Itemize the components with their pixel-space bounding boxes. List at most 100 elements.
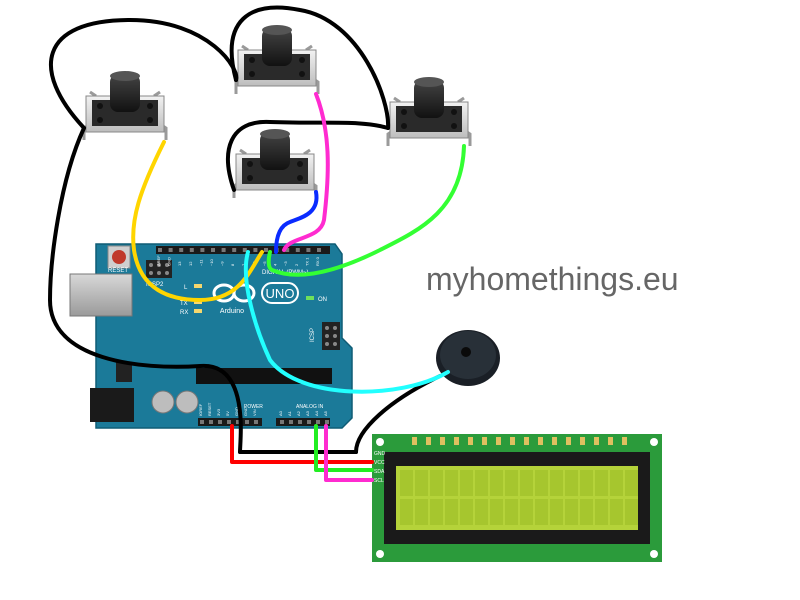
digital-pin-label: 4 xyxy=(273,263,278,266)
analog-pin-label: A4 xyxy=(314,410,319,416)
icsp2-header xyxy=(146,260,172,278)
pushbutton-4 xyxy=(232,127,318,200)
wire-black-top-2 xyxy=(229,5,391,130)
on-led xyxy=(306,296,314,300)
analog-pin-hole xyxy=(316,420,320,424)
digital-pin-label: ~11 xyxy=(198,259,203,266)
digital-pin-label: 8 xyxy=(230,263,235,266)
icsp-label: ICSP xyxy=(310,328,316,342)
digital-pin-hole xyxy=(179,248,184,252)
arduino-brand-text: Arduino xyxy=(220,308,244,315)
lcd-cell xyxy=(505,499,518,525)
wire-magenta-scl xyxy=(324,424,374,482)
analog-pin-label: A5 xyxy=(323,410,328,416)
lcd-cell xyxy=(430,470,443,496)
lcd-header-pin xyxy=(496,437,501,445)
tx-label: TX xyxy=(180,301,188,307)
wire-red-vcc xyxy=(230,424,374,464)
l-label: L xyxy=(184,285,188,291)
lcd-cell xyxy=(445,499,458,525)
lcd-header-pin xyxy=(538,437,543,445)
pushbutton-3 xyxy=(386,75,472,148)
analog-pin-hole xyxy=(325,420,329,424)
lcd-character-cells xyxy=(400,470,638,525)
analog-pin-hole xyxy=(280,420,284,424)
lcd-header-pin xyxy=(468,437,473,445)
atmega-chip xyxy=(196,368,332,384)
analog-label: ANALOG IN xyxy=(296,404,324,410)
lcd-header-pin xyxy=(426,437,431,445)
lcd-header-pin xyxy=(552,437,557,445)
digital-pin-label: AREF xyxy=(156,255,161,266)
voltage-regulator xyxy=(116,362,132,382)
on-label: ON xyxy=(318,297,327,303)
lcd-cell xyxy=(460,499,473,525)
wire-cyan xyxy=(243,250,450,394)
wire-yellow xyxy=(131,140,264,302)
tx-led xyxy=(194,300,202,304)
wire-green-sda xyxy=(314,424,374,472)
analog-pin-label: A3 xyxy=(305,410,310,416)
wire-black-top-3 xyxy=(226,119,390,192)
lcd-header-pin xyxy=(608,437,613,445)
digital-pin-label: ~10 xyxy=(209,258,214,266)
lcd-header-pin xyxy=(412,437,417,445)
lcd-cell xyxy=(625,470,638,496)
lcd-header-pin xyxy=(622,437,627,445)
wire-green-button xyxy=(266,144,466,277)
power-pin-hole xyxy=(227,420,231,424)
digital-pin-label: RX 0 xyxy=(315,256,320,266)
digital-pin-label: ~3 xyxy=(283,261,288,266)
reset-label: RESET xyxy=(108,268,128,274)
digital-pin-hole xyxy=(264,248,268,252)
digital-pin-hole xyxy=(285,248,290,252)
power-pin-label: IOREF xyxy=(198,403,203,416)
digital-pin-hole xyxy=(253,248,258,252)
wire-black-top-1 xyxy=(48,18,239,130)
digital-pin-hole xyxy=(306,248,311,252)
lcd-pin-label-sda: SDA xyxy=(374,469,385,475)
lcd-cell xyxy=(580,499,593,525)
power-pin-label: GND xyxy=(243,407,248,416)
digital-pin-label: ~9 xyxy=(220,261,225,266)
lcd-cell xyxy=(580,470,593,496)
analog-pin-hole xyxy=(307,420,311,424)
analog-pin-hole xyxy=(298,420,302,424)
power-pin-label: RESET xyxy=(207,402,212,416)
digital-pin-hole xyxy=(189,248,194,252)
lcd-cell xyxy=(415,499,428,525)
power-label: POWER xyxy=(244,404,263,410)
lcd-cell xyxy=(400,470,413,496)
lcd-header-pin xyxy=(594,437,599,445)
lcd-header-pin xyxy=(510,437,515,445)
rx-label: RX xyxy=(180,310,188,316)
analog-pin-label: A2 xyxy=(296,410,301,416)
lcd-cell xyxy=(550,470,563,496)
power-pin-hole xyxy=(236,420,240,424)
lcd-cell xyxy=(610,470,623,496)
watermark-text: myhomethings.eu xyxy=(426,261,679,297)
power-pin-hole xyxy=(254,420,258,424)
lcd-header-pin xyxy=(566,437,571,445)
lcd-pin-label-vcc: VCC xyxy=(374,460,385,466)
digital-pin-label: 13 xyxy=(177,261,182,266)
analog-pin-hole xyxy=(289,420,293,424)
icsp2-label: ICSP2 xyxy=(146,282,164,288)
capacitor-2 xyxy=(175,390,199,414)
digital-pin-hole xyxy=(295,248,300,252)
uno-logo-text: UNO xyxy=(266,286,295,301)
rx-led xyxy=(194,309,202,313)
wire-magenta xyxy=(282,92,330,252)
usb-connector xyxy=(69,273,133,317)
arduino-logo: UNO Arduino xyxy=(212,282,299,315)
lcd-top-pins xyxy=(412,437,627,445)
digital-pin-hole xyxy=(168,248,173,252)
power-pin-hole xyxy=(218,420,222,424)
power-pin-hole xyxy=(245,420,249,424)
lcd-cell xyxy=(625,499,638,525)
power-pin-holes xyxy=(200,420,258,424)
